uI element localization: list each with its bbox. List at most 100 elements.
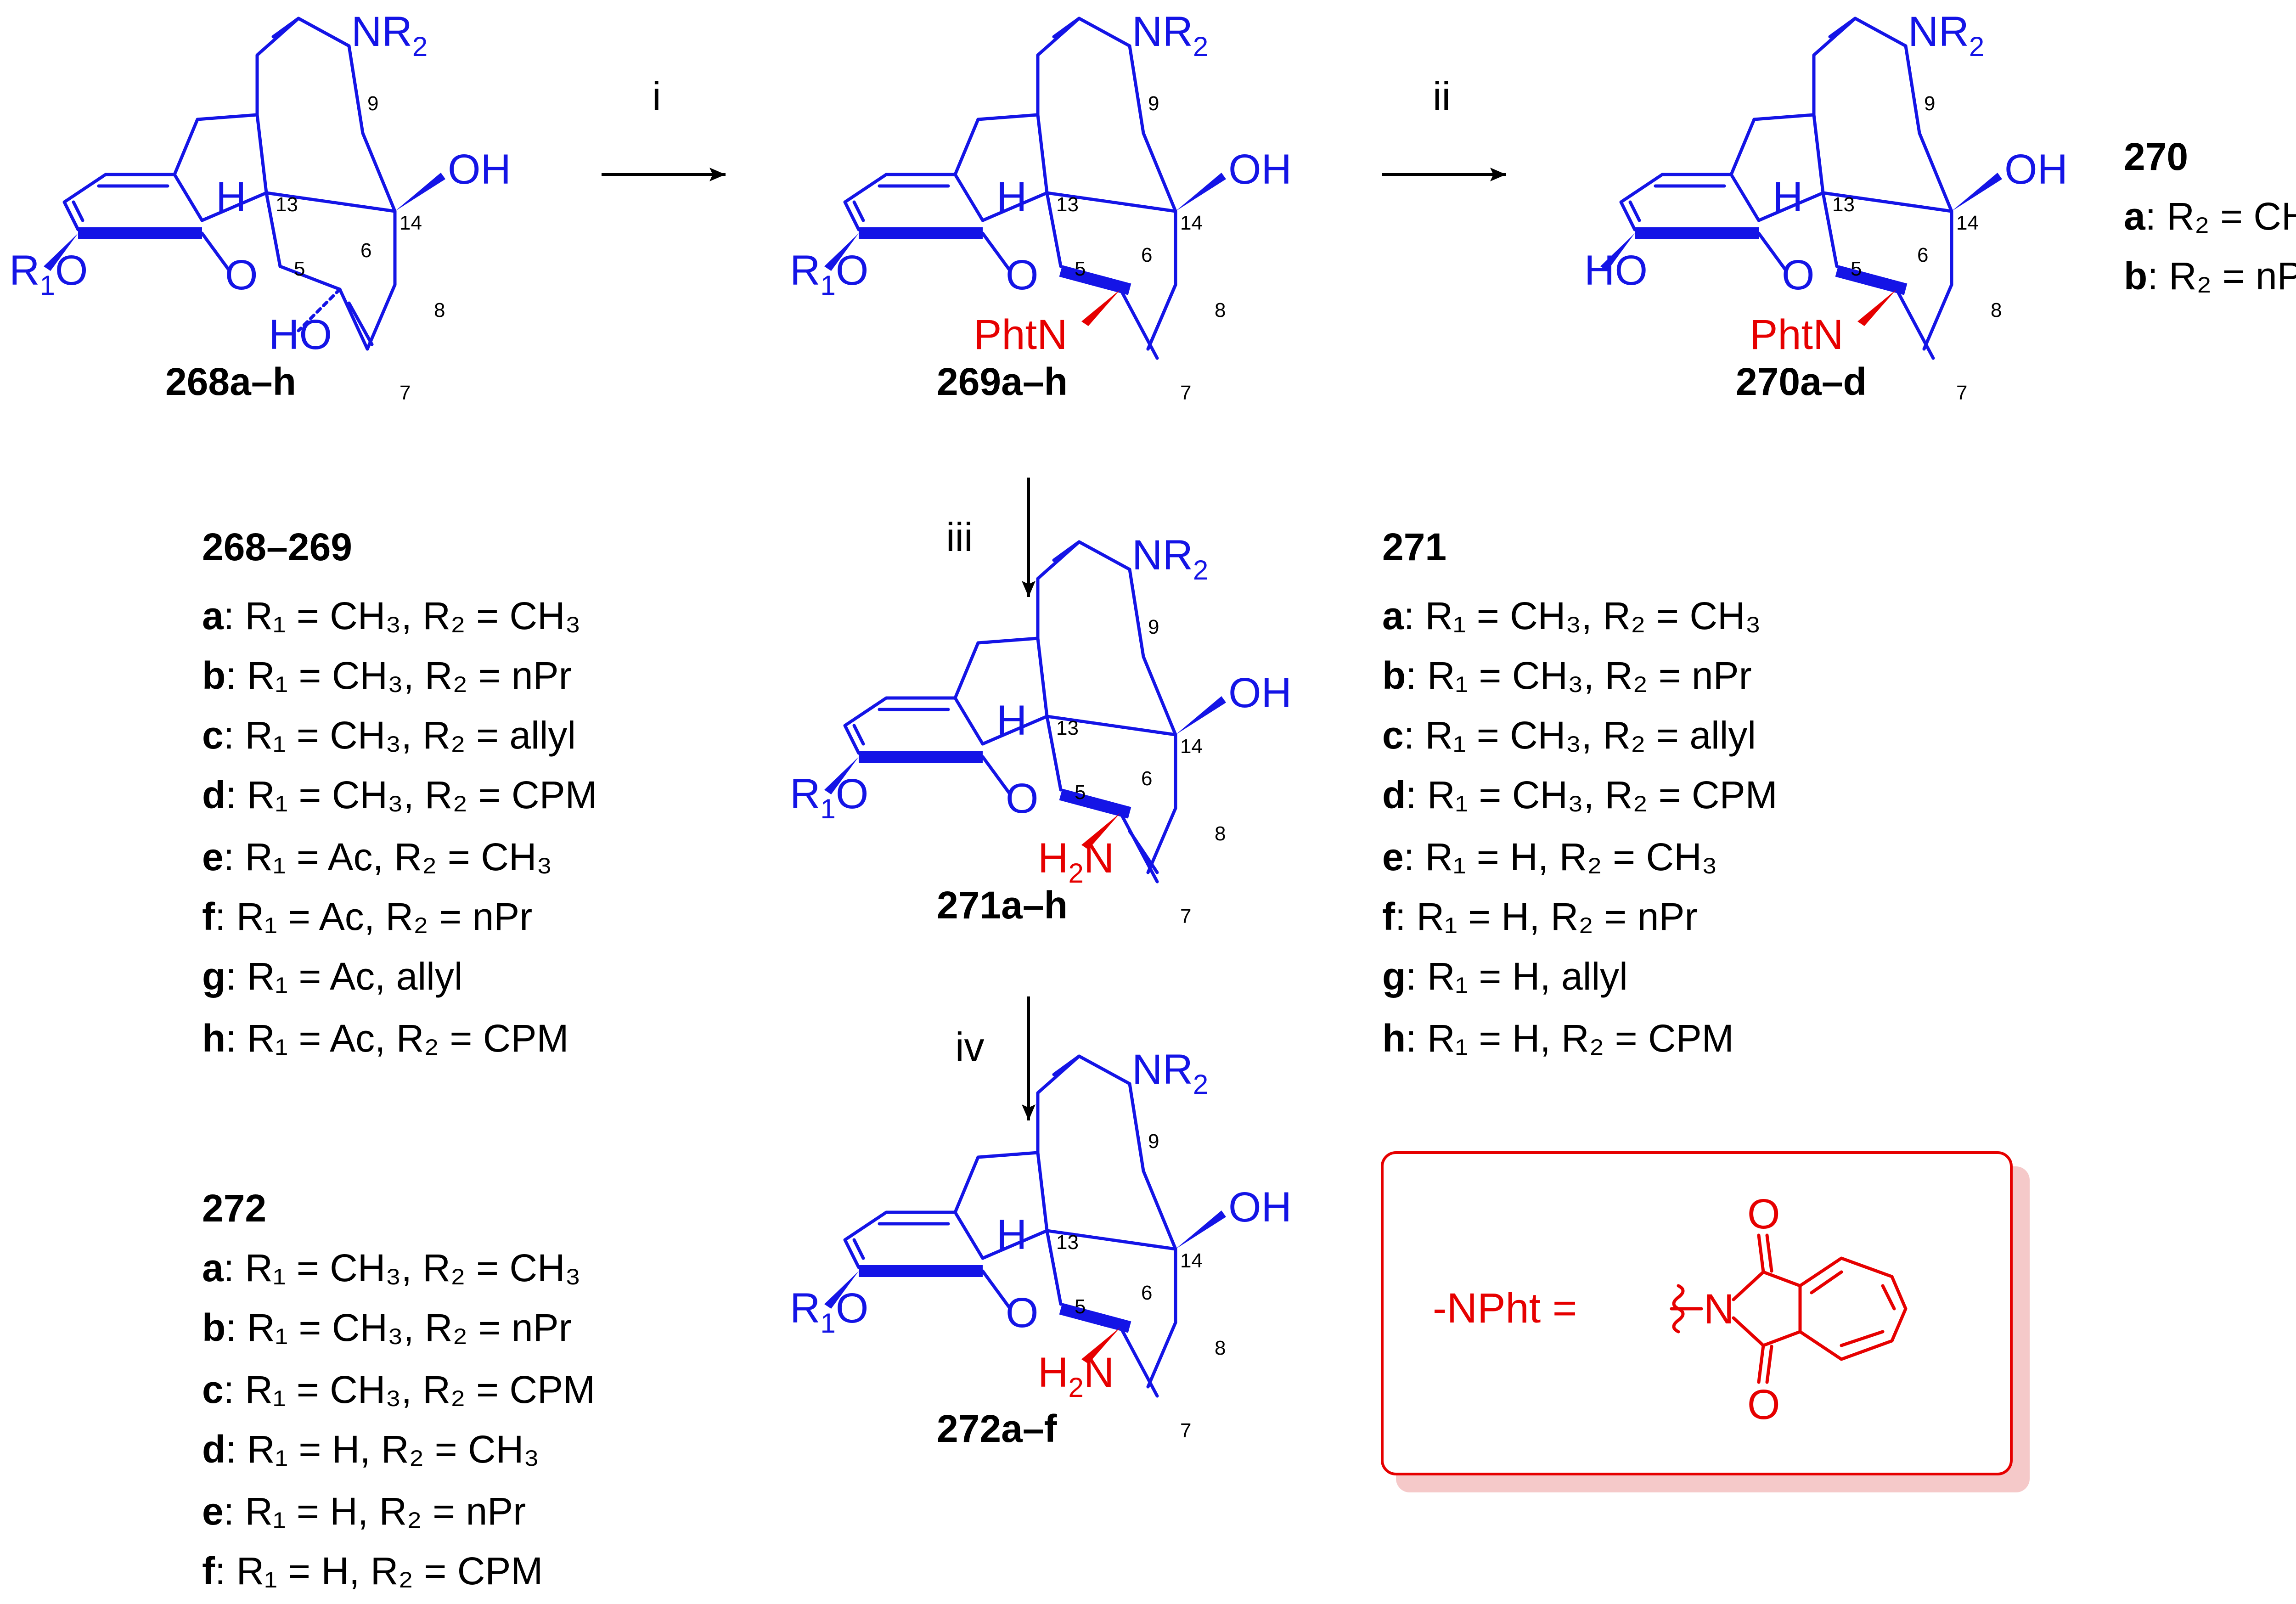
locant-7: 7 <box>1180 905 1191 928</box>
locant-5: 5 <box>294 258 305 280</box>
structure-269: NR2 OH H O R1O PhtN 9 13 14 5 6 8 7 269a… <box>790 8 1292 404</box>
legend-272-row: b: R₁ = CH₃, R₂ = nPr <box>202 1306 572 1349</box>
locant-5: 5 <box>1851 258 1862 280</box>
nr2-label: NR2 <box>1132 532 1208 585</box>
h2n-label: H2N <box>1038 1349 1114 1403</box>
locant-13: 13 <box>1056 717 1079 739</box>
locant-6: 6 <box>1141 244 1152 266</box>
legend-268-269-row: b: R₁ = CH₃, R₂ = nPr <box>202 654 572 697</box>
locant-5: 5 <box>1075 258 1086 280</box>
arrow-iii-head <box>1022 581 1035 597</box>
legend-268-269-row: d: R₁ = CH₃, R₂ = CPM <box>202 773 597 816</box>
locant-8: 8 <box>1991 299 2002 321</box>
h-label: H <box>216 174 246 220</box>
legend-271: 271 a: R₁ = CH₃, R₂ = CH₃ b: R₁ = CH₃, R… <box>1382 525 1778 1060</box>
legend-271-row: f: R₁ = H, R₂ = nPr <box>1382 895 1697 938</box>
locant-6: 6 <box>1917 244 1928 266</box>
phtn-label: PhtN <box>974 311 1068 358</box>
locant-6: 6 <box>1141 767 1152 790</box>
oh-label: OH <box>1228 1184 1292 1231</box>
legend-268-269-row: h: R₁ = Ac, R₂ = CPM <box>202 1017 568 1060</box>
npht-o-top: O <box>1747 1191 1780 1238</box>
locant-6: 6 <box>360 239 371 262</box>
structure-271: NR2 OH H O R1O H2N 9 13 14 5 6 8 7 271a–… <box>790 532 1292 928</box>
r1o-label: R1O <box>790 771 868 824</box>
locant-5: 5 <box>1075 781 1086 804</box>
locant-14: 14 <box>400 212 422 234</box>
ring-o-label: O <box>1006 1289 1039 1336</box>
locant-9: 9 <box>1148 92 1159 115</box>
locant-8: 8 <box>1215 822 1226 845</box>
legend-271-row: b: R₁ = CH₃, R₂ = nPr <box>1382 654 1752 697</box>
h-label: H <box>996 1211 1027 1258</box>
legend-272-row: d: R₁ = H, R₂ = CH₃ <box>202 1428 540 1471</box>
ring-o-label: O <box>1006 775 1039 822</box>
locant-7: 7 <box>1180 1419 1191 1442</box>
legend-268-269-row: f: R₁ = Ac, R₂ = nPr <box>202 895 532 938</box>
oh-label: OH <box>1228 670 1292 716</box>
condition-iii: iii <box>946 514 973 560</box>
structure-272: NR2 OH H O R1O H2N 9 13 14 5 6 8 7 272a–… <box>790 1046 1292 1450</box>
locant-13: 13 <box>276 193 298 216</box>
locant-8: 8 <box>434 299 445 321</box>
locant-13: 13 <box>1056 193 1079 216</box>
legend-268-269-row: c: R₁ = CH₃, R₂ = allyl <box>202 714 576 757</box>
r1o-label: R1O <box>790 1285 868 1339</box>
legend-272-row: a: R₁ = CH₃, R₂ = CH₃ <box>202 1246 581 1289</box>
legend-271-row: e: R₁ = H, R₂ = CH₃ <box>1382 835 1717 878</box>
compound-label-268: 268a–h <box>165 360 296 403</box>
locant-14: 14 <box>1956 212 1979 234</box>
oh-label: OH <box>2004 146 2068 193</box>
legend-272-title: 272 <box>202 1187 266 1230</box>
legend-268-269: 268–269 a: R₁ = CH₃, R₂ = CH₃ b: R₁ = CH… <box>202 525 597 1060</box>
nr2-label: NR2 <box>1908 8 1984 62</box>
legend-272-row: e: R₁ = H, R₂ = nPr <box>202 1490 526 1533</box>
h2n-label: H2N <box>1038 835 1114 889</box>
structure-268: NR2 OH H O R1O HO 9 13 14 5 6 8 7 268a–h <box>9 8 511 404</box>
ho-label: HO <box>1584 247 1648 294</box>
arrow-ii-head <box>1490 168 1506 181</box>
legend-271-title: 271 <box>1382 525 1446 568</box>
compound-label-269: 269a–h <box>937 360 1068 403</box>
h-label: H <box>1773 174 1803 220</box>
legend-268-269-title: 268–269 <box>202 525 352 568</box>
legend-270-title: 270 <box>2124 135 2188 178</box>
legend-272-row: c: R₁ = CH₃, R₂ = CPM <box>202 1368 595 1411</box>
locant-9: 9 <box>1148 1130 1159 1153</box>
legend-271-row: c: R₁ = CH₃, R₂ = allyl <box>1382 714 1756 757</box>
locant-14: 14 <box>1180 1249 1203 1272</box>
npht-definition-box: -NPht = N O O <box>1381 1151 2030 1492</box>
ring-o-label: O <box>1782 252 1815 298</box>
h-label: H <box>996 697 1027 744</box>
condition-i: i <box>652 73 661 119</box>
locant-9: 9 <box>1924 92 1935 115</box>
locant-7: 7 <box>1956 382 1967 404</box>
npht-label: -NPht = <box>1433 1285 1577 1332</box>
locant-14: 14 <box>1180 735 1203 758</box>
structure-270: NR2 OH H O HO PhtN 9 13 14 5 6 8 7 270a–… <box>1584 8 2068 404</box>
locant-6: 6 <box>1141 1282 1152 1304</box>
condition-iv: iv <box>955 1024 985 1069</box>
legend-270-row: a: R₂ = CH₃ <box>2124 195 2296 238</box>
locant-5: 5 <box>1075 1295 1086 1318</box>
locant-13: 13 <box>1832 193 1855 216</box>
locant-14: 14 <box>1180 212 1203 234</box>
legend-268-269-row: e: R₁ = Ac, R₂ = CH₃ <box>202 835 552 878</box>
compound-label-270: 270a–d <box>1736 360 1867 403</box>
npht-n-label: N <box>1704 1286 1734 1333</box>
nr2-label: NR2 <box>351 8 428 62</box>
locant-13: 13 <box>1056 1231 1079 1254</box>
phtn-label: PhtN <box>1750 311 1844 358</box>
compound-label-272: 272a–f <box>937 1407 1058 1450</box>
ring-o-label: O <box>225 252 258 298</box>
legend-271-row: h: R₁ = H, R₂ = CPM <box>1382 1017 1734 1060</box>
oh-label: OH <box>1228 146 1292 193</box>
nr2-label: NR2 <box>1132 8 1208 62</box>
arrow-iv-head <box>1022 1104 1035 1120</box>
ring-o-label: O <box>1006 252 1039 298</box>
nr2-label: NR2 <box>1132 1046 1208 1100</box>
legend-271-row: d: R₁ = CH₃, R₂ = CPM <box>1382 773 1778 816</box>
h-label: H <box>996 174 1027 220</box>
legend-271-row: g: R₁ = H, allyl <box>1382 955 1628 998</box>
legend-272-row: f: R₁ = H, R₂ = CPM <box>202 1549 543 1593</box>
